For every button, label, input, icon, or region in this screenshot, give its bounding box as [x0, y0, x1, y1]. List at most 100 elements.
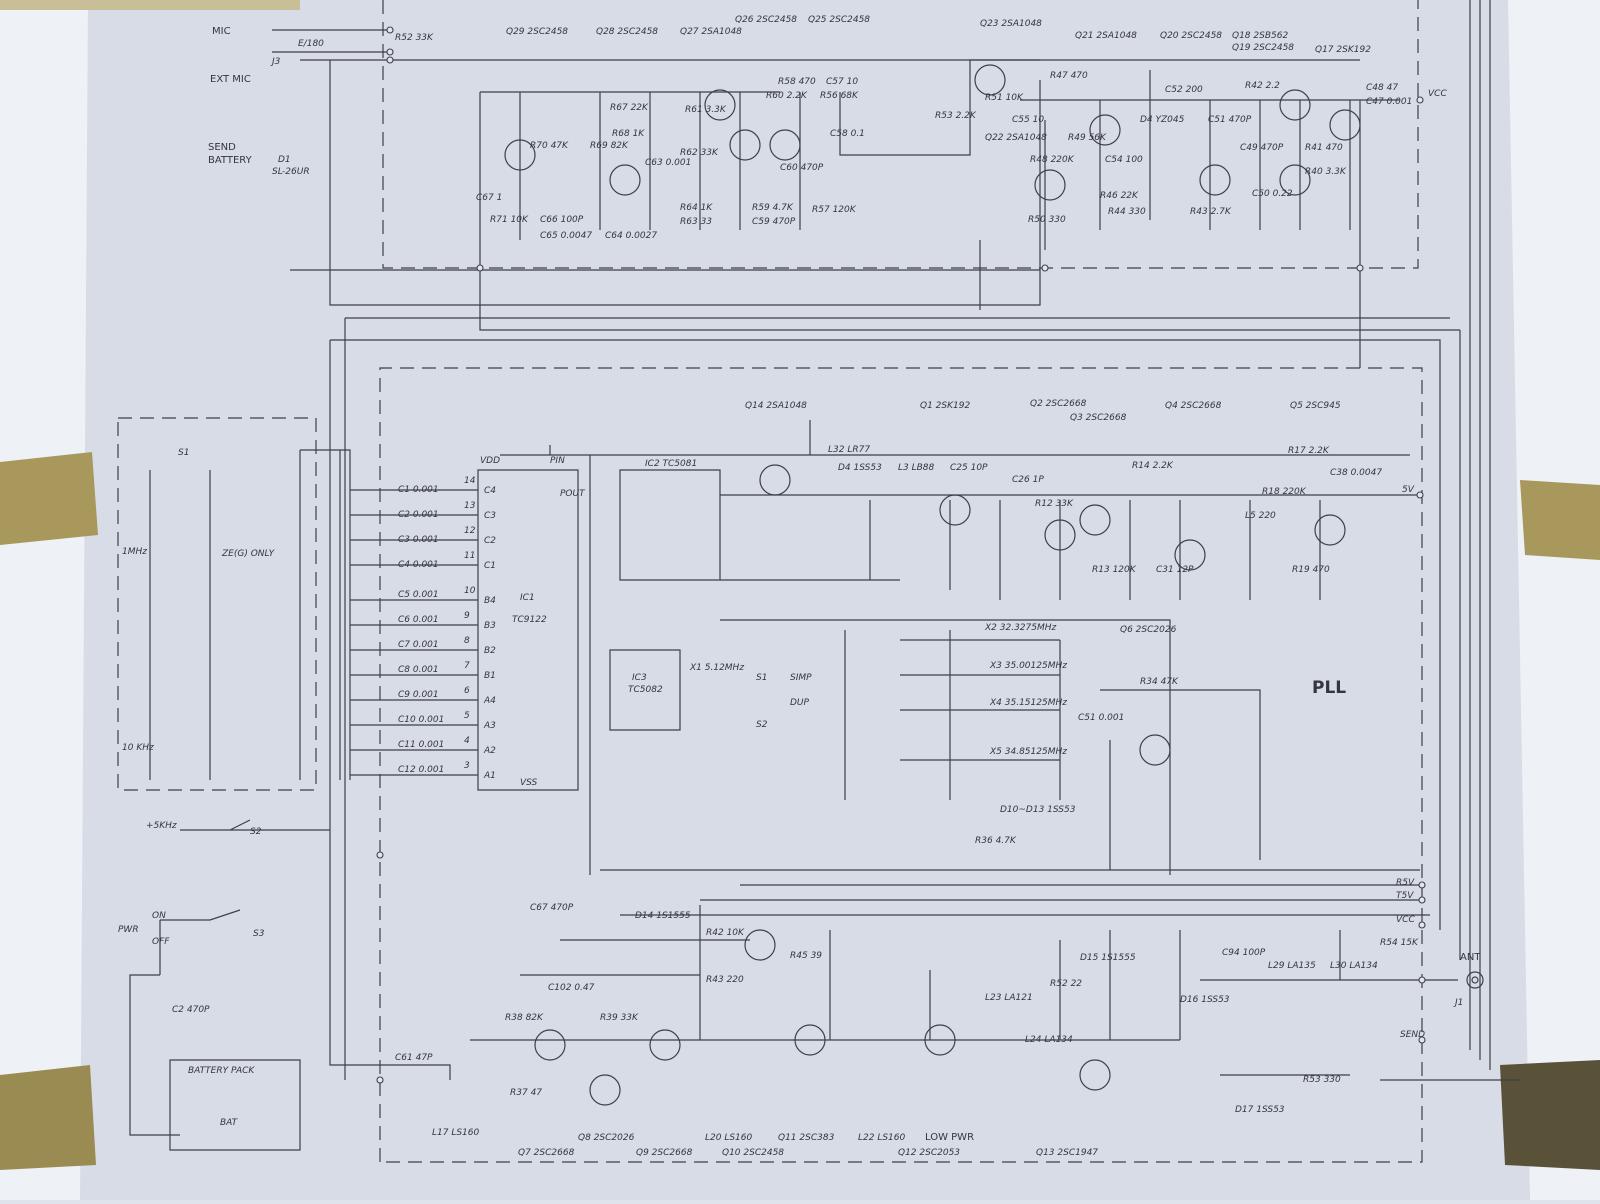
component-label: Q19 2SC2458: [1232, 43, 1294, 53]
component-label: R51 10K: [985, 93, 1024, 103]
component-label: Q11 2SC383: [778, 1133, 835, 1143]
component-label: R39 33K: [600, 1013, 639, 1023]
component-label: R36 4.7K: [975, 836, 1017, 846]
paper-sheet: [80, 0, 1530, 1200]
component-label: TC5082: [628, 685, 663, 695]
pll-section-labels: PLL Q14 2SA1048 Q1 2SK192 Q2 2SC2668 Q3 …: [480, 399, 1415, 985]
component-label: Q3 2SC2668: [1070, 413, 1127, 423]
component-label: Q17 2SK192: [1315, 45, 1371, 55]
component-label: L20 LS160: [705, 1133, 753, 1143]
component-label: L30 LA134: [1330, 961, 1378, 971]
component-label: S1: [178, 448, 189, 458]
component-label: VCC: [1396, 915, 1415, 925]
component-label: C12 0.001: [398, 765, 444, 775]
component-label: Q20 2SC2458: [1160, 31, 1222, 41]
component-label: 12: [464, 526, 476, 536]
component-label: C3 0.001: [398, 535, 439, 545]
component-label: 4: [464, 736, 470, 746]
component-label: C55 10: [1012, 115, 1044, 125]
component-label: R46 22K: [1100, 191, 1139, 201]
component-label: D14 1S1555: [635, 911, 691, 921]
component-label: C52 200: [1165, 85, 1203, 95]
component-label: L32 LR77: [828, 445, 870, 455]
component-label: R68 1K: [612, 129, 645, 139]
component-label: X2 32.3275MHz: [984, 623, 1057, 633]
pll-title: PLL: [1312, 678, 1346, 698]
component-label: SL-26UR: [272, 167, 310, 177]
component-label: C1: [484, 561, 496, 571]
component-label: C7 0.001: [398, 640, 439, 650]
component-label: Q14 2SA1048: [745, 401, 807, 411]
component-label: R17 2.2K: [1288, 446, 1330, 456]
component-label: 1MHz: [122, 547, 147, 557]
component-label: Q18 2SB562: [1232, 31, 1288, 41]
component-label: C31 12P: [1156, 565, 1194, 575]
component-label: R40 3.3K: [1305, 167, 1347, 177]
component-label: C67 470P: [530, 903, 574, 913]
component-label: C61 47P: [395, 1053, 433, 1063]
component-label: C65 0.0047: [540, 231, 592, 241]
component-label: Q12 2SC2053: [898, 1148, 960, 1158]
component-label: C63 0.001: [645, 158, 691, 168]
tx-section-labels: Q7 2SC2668 Q8 2SC2026 Q9 2SC2668 Q10 2SC…: [395, 903, 1481, 1158]
component-label: C26 1P: [1012, 475, 1044, 485]
component-label: 14: [464, 476, 476, 486]
component-label: R19 470: [1292, 565, 1330, 575]
component-label: Q25 2SC2458: [808, 15, 870, 25]
component-label: C50 0.22: [1252, 189, 1293, 199]
component-label: 10: [464, 586, 476, 596]
component-label: R56 68K: [820, 91, 859, 101]
component-label: C67 1: [476, 193, 502, 203]
component-label: A1: [483, 771, 496, 781]
component-label: C60 470P: [780, 163, 824, 173]
component-label: R52 22: [1050, 979, 1082, 989]
component-label: R70 47K: [530, 141, 569, 151]
component-label: J3: [270, 57, 281, 67]
component-label: R53 2.2K: [935, 111, 977, 121]
component-label: C2 0.001: [398, 510, 439, 520]
component-label: 7: [464, 661, 470, 671]
component-label: ZE(G) ONLY: [221, 549, 276, 559]
component-label: Q8 2SC2026: [578, 1133, 635, 1143]
tape-bottom-right: [1500, 1060, 1600, 1170]
component-label: C66 100P: [540, 215, 584, 225]
component-label: C1 0.001: [398, 485, 439, 495]
component-label: C51 470P: [1208, 115, 1252, 125]
component-label: S2: [756, 720, 768, 730]
component-label: D10~D13 1SS53: [1000, 805, 1076, 815]
component-label: B4: [484, 596, 496, 606]
component-label: X1 5.12MHz: [689, 663, 744, 673]
component-label: VDD: [480, 456, 500, 466]
component-label: Q9 2SC2668: [636, 1148, 693, 1158]
component-label: Q2 2SC2668: [1030, 399, 1087, 409]
component-label: S1: [756, 673, 767, 683]
component-label: L3 LB88: [898, 463, 935, 473]
component-label: A3: [483, 721, 496, 731]
component-label: T5V: [1396, 891, 1414, 901]
component-label: C38 0.0047: [1330, 468, 1382, 478]
component-label: LOW PWR: [925, 1132, 974, 1143]
component-label: R47 470: [1050, 71, 1088, 81]
component-label: R50 330: [1028, 215, 1066, 225]
component-label: POUT: [560, 489, 586, 499]
component-label: R64 1K: [680, 203, 713, 213]
component-label: ON: [152, 911, 166, 921]
component-label: D17 1SS53: [1235, 1105, 1285, 1115]
tape-left: [0, 452, 98, 545]
component-label: R37 47: [510, 1088, 542, 1098]
component-label: 5V: [1402, 485, 1415, 495]
component-label: C102 0.47: [548, 983, 595, 993]
component-label: R41 470: [1305, 143, 1343, 153]
component-label: L17 LS160: [432, 1128, 480, 1138]
component-label: C94 100P: [1222, 948, 1266, 958]
component-label: Q4 2SC2668: [1165, 401, 1222, 411]
component-label: 6: [464, 686, 470, 696]
component-label: R43 2.7K: [1190, 207, 1232, 217]
component-label: VSS: [520, 778, 538, 788]
tape-bottom-left: [0, 1065, 96, 1170]
dashed-module-boxes: [117, 0, 1423, 1163]
component-label: C58 0.1: [830, 129, 865, 139]
component-label: 13: [464, 501, 476, 511]
